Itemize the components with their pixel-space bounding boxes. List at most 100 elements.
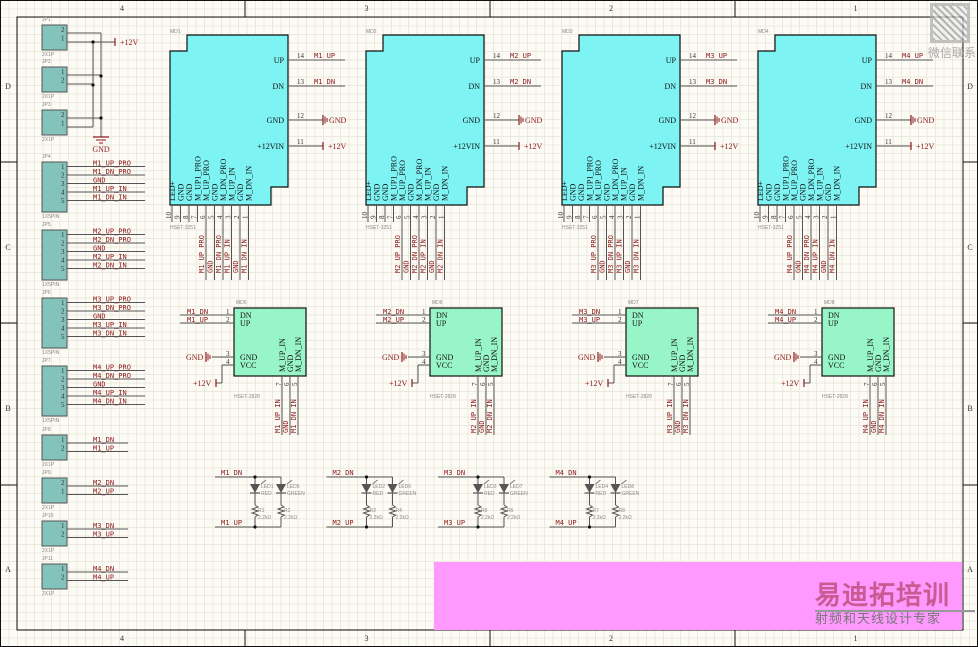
header-pin-number: 1: [61, 120, 65, 128]
vcc-label: +12V: [328, 142, 347, 151]
zone-label-bottom: 3: [365, 634, 369, 643]
vcc-label: +12V: [193, 379, 212, 388]
junction-dot: [476, 475, 480, 479]
driver-pin-name: UP: [436, 319, 447, 328]
module-pin-name: +12VIN: [257, 142, 284, 151]
led-ref: LED3: [484, 484, 497, 490]
header-pin-number: 3: [61, 384, 65, 392]
led-color: GREEN: [510, 491, 528, 497]
module-part: HSET-3251: [170, 225, 196, 231]
led-color: RED: [484, 491, 495, 497]
module-pin-number: 14: [689, 52, 697, 60]
module-pin-name: GND: [177, 183, 186, 201]
module-part: HSET-3251: [758, 225, 784, 231]
net-label: M3_DN_IN: [633, 239, 641, 273]
gnd-label: GND: [525, 116, 543, 125]
driver-pin-number: 3: [226, 350, 230, 358]
net-label: M4_DN: [775, 308, 796, 316]
net-label: M1_DN: [93, 436, 114, 444]
header-pin-number: 2: [61, 574, 65, 582]
module-pin-name: M_DN_PRO: [807, 159, 816, 201]
driver-part: HSET-2828: [626, 394, 652, 400]
module-pin-number: 4: [608, 215, 616, 219]
led-diode-icon: [361, 484, 372, 493]
module-pin-name: GND: [569, 183, 578, 201]
resistor-ref: R8: [619, 508, 626, 514]
module-pin-number: 9: [370, 215, 378, 219]
led-light-arrow: [621, 479, 627, 485]
module-pin-number: 11: [885, 138, 892, 146]
module-pin-name: GND: [659, 116, 677, 125]
zone-label-top: 1: [854, 4, 858, 13]
net-label: M3_UP: [444, 519, 465, 527]
zone-label-bottom: 2: [609, 634, 613, 643]
header-pin-number: 4: [61, 325, 65, 333]
qr-code-image: [930, 3, 970, 43]
net-label: GND: [93, 381, 106, 389]
module-pin-number: 9: [174, 215, 182, 219]
net-label: M1_UP_IN: [274, 399, 282, 433]
net-label: M1_UP_IN: [93, 185, 127, 193]
driver-pin-number: 5: [291, 382, 299, 386]
header-pin-number: 1: [61, 565, 65, 573]
net-label: M1_DN_IN: [93, 194, 127, 202]
connector-header: [41, 520, 68, 547]
module-pin-name: GND: [855, 116, 873, 125]
zone-label-left: D: [5, 82, 11, 91]
resistor-value: 2.2kΩ: [593, 515, 606, 521]
driver-pin-number: 1: [814, 308, 818, 316]
header-ref: JP8: [42, 427, 51, 433]
net-label: M3_UP_IN: [93, 321, 127, 329]
module-pin-name: GND: [765, 183, 774, 201]
zone-label-bottom: 1: [854, 634, 858, 643]
module-pin-number: 6: [199, 215, 207, 219]
led-color: GREEN: [287, 491, 305, 497]
header-pin-number: 2: [61, 172, 65, 180]
module-pin-number: 11: [689, 138, 696, 146]
watermark-logo: 易迪拓培训 射频和天线设计专家: [815, 582, 975, 628]
header-footprint: 2X1P: [42, 462, 55, 468]
module-pin-number: 13: [297, 78, 305, 86]
net-label: M1_UP: [187, 316, 208, 324]
net-label: M3_UP: [579, 316, 600, 324]
net-label: M4_UP_IN: [812, 239, 820, 273]
net-label: M3_UP_IN: [616, 239, 624, 273]
net-label: M2_UP_IN: [420, 239, 428, 273]
net-label: M2_UP_PRO: [394, 235, 402, 273]
header-pin-number: 3: [61, 180, 65, 188]
net-label: M3_DN: [444, 469, 465, 477]
module-pin-number: 4: [216, 215, 224, 219]
module-pin-name: GND: [267, 116, 285, 125]
module-pin-number: 5: [208, 215, 216, 219]
resistor-symbol: [499, 504, 509, 518]
module-pin-number: 7: [583, 215, 591, 219]
module-pin-name: DN: [860, 82, 872, 91]
module-pin-name: LED+: [364, 180, 373, 201]
driver-pin-number: 6: [871, 382, 879, 386]
module-pin-name: M_UP_PRO: [202, 160, 211, 201]
led-diode-icon: [610, 484, 621, 493]
connector-header: [41, 365, 68, 417]
driver-module-block: [625, 307, 699, 377]
driver-pin-name: DN: [828, 311, 840, 320]
driver-pin-name: GND: [286, 354, 295, 372]
driver-pin-number: 7: [471, 382, 479, 386]
gnd-label: GND: [329, 116, 347, 125]
net-label: M1_UP: [314, 52, 335, 60]
driver-part: HSET-2828: [234, 394, 260, 400]
net-label: M2_UP: [333, 519, 354, 527]
zone-label-top: 4: [120, 4, 124, 13]
net-label: M4_DN: [556, 469, 577, 477]
motor-module-block: [169, 34, 289, 206]
net-label: M4_UP: [556, 519, 577, 527]
header-pin-number: 1: [61, 522, 65, 530]
net-label: M3_UP: [706, 52, 727, 60]
connector-header: [41, 161, 68, 213]
resistor-symbol: [387, 504, 398, 518]
header-ref: JP9: [42, 470, 51, 476]
header-footprint: 2X1P: [42, 591, 55, 597]
module-ref: MD1: [170, 29, 181, 35]
module-pin-number: 3: [421, 215, 429, 219]
header-footprint: 1X5PIN: [42, 282, 60, 288]
